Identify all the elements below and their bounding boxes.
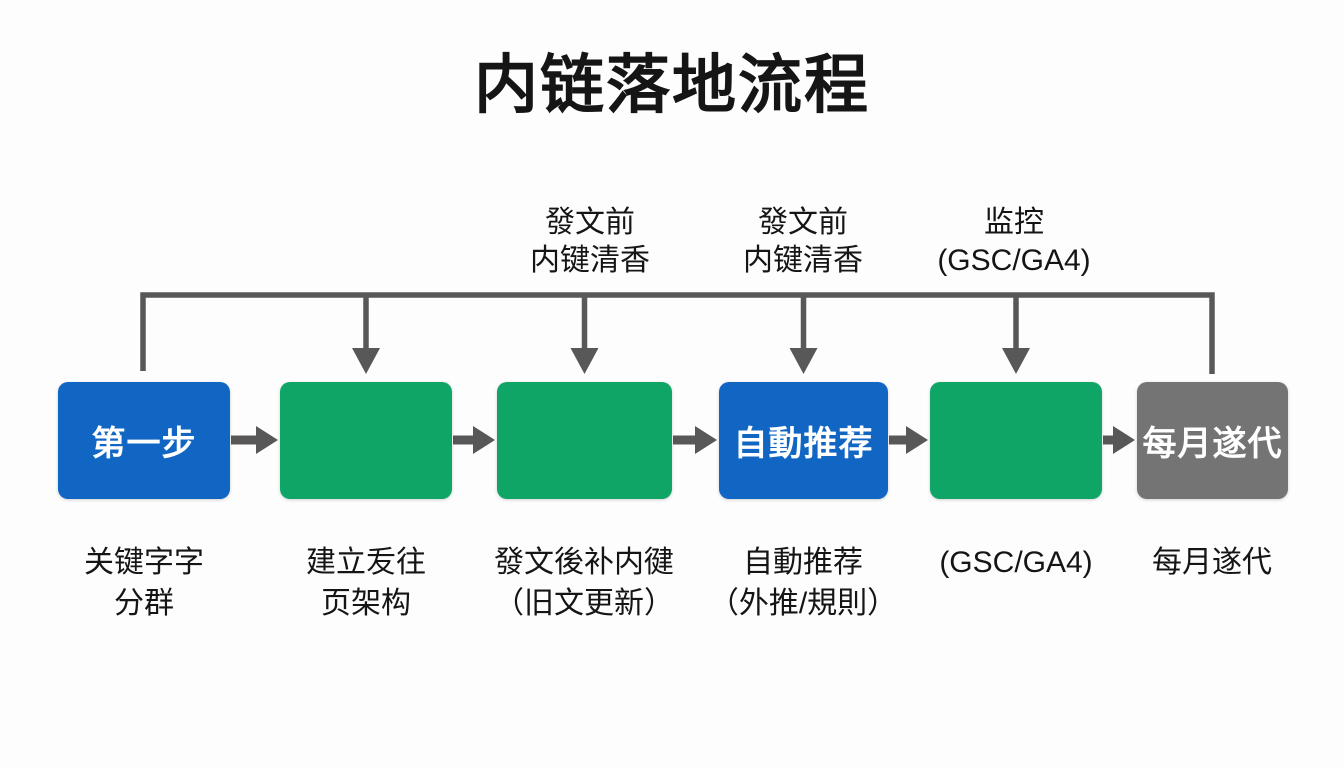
caption-line: （外推/規則） (708, 587, 898, 620)
caption-line: （旧文更新） (494, 587, 674, 620)
caption-line: (GSC/GA4) (939, 546, 1093, 579)
caption-line: 建立叐往 (306, 546, 426, 579)
arrow-right-icon (673, 426, 717, 454)
step-caption-gsc-ga4: (GSC/GA4) (846, 542, 1186, 583)
annotation-line: 内键清香 (530, 244, 650, 277)
arrow-down-icon (789, 293, 818, 374)
arrow-down-icon (1002, 293, 1030, 374)
top-annotation-prepublish-1: 發文前 内键清香 (430, 204, 750, 280)
flow-step-box-gsc-ga4 (930, 382, 1102, 499)
step-caption-auto-recommend: 自動推荐 （外推/規則） (633, 542, 973, 624)
annotation-line: 發文前 (758, 206, 848, 239)
top-annotation-monitoring: 监控 (GSC/GA4) (854, 204, 1174, 280)
arrow-right-icon (1103, 426, 1135, 454)
arrow-down-icon (570, 293, 599, 374)
flow-step-box-step1: 第一步 (58, 382, 230, 499)
flow-step-box-postpublish (497, 382, 672, 499)
step-caption-keywords: 关键字字 分群 (0, 542, 314, 624)
caption-line: 页架构 (321, 587, 411, 620)
annotation-line: 监控 (984, 206, 1044, 239)
caption-line: 每月遂代 (1152, 546, 1272, 579)
arrow-right-icon (453, 426, 495, 454)
bus-line (140, 292, 1215, 374)
step-caption-monthly: 每月遂代 (1042, 542, 1344, 583)
annotation-line: (GSC/GA4) (937, 244, 1091, 277)
step-caption-postpublish: 發文後补内徤 （旧文更新） (414, 542, 754, 624)
arrow-right-icon (889, 426, 928, 454)
caption-line: 發文後补内徤 (494, 546, 674, 579)
top-annotation-prepublish-2: 發文前 内键清香 (643, 204, 963, 280)
caption-line: 关键字字 (84, 546, 204, 579)
annotation-line: 内键清香 (743, 244, 863, 277)
step-caption-structure: 建立叐往 页架构 (196, 542, 536, 624)
flow-step-box-monthly: 每月遂代 (1137, 382, 1288, 499)
caption-line: 自動推荐 (743, 546, 863, 579)
annotation-line: 發文前 (545, 206, 635, 239)
arrow-right-icon (231, 426, 278, 454)
flow-step-box-auto-recommend: 自動推荐 (719, 382, 888, 499)
arrow-down-icon (352, 293, 380, 374)
flow-step-box-structure (280, 382, 452, 499)
diagram-title: 内链落地流程 (474, 49, 870, 121)
caption-line: 分群 (114, 587, 174, 620)
